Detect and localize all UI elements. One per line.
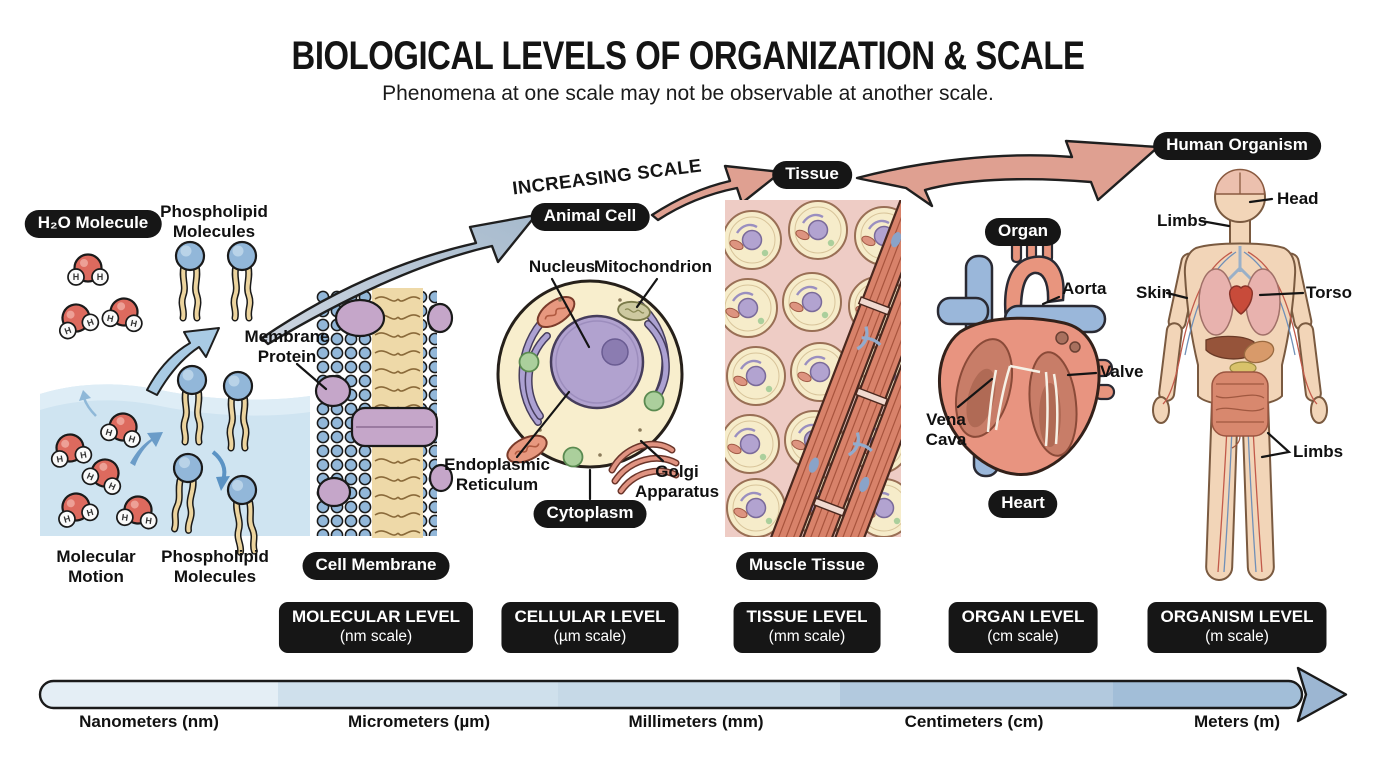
organ-level-chip: ORGAN LEVEL (cm scale)	[948, 602, 1098, 653]
unit-micrometers: Micrometers (µm)	[347, 712, 491, 731]
muscle-fibers	[756, 200, 901, 537]
organism-level-chip: ORGANISM LEVEL (m scale)	[1147, 602, 1327, 653]
unit-centimeters: Centimeters (cm)	[904, 712, 1044, 731]
skin-label: Skin	[1136, 283, 1172, 302]
cytoplasm-pill: Cytoplasm	[533, 500, 647, 528]
arrow-tissue-to-organism	[855, 139, 1160, 208]
diagram-title: BIOLOGICAL LEVELS OF ORGANIZATION & SCAL…	[291, 34, 1085, 78]
tissue-pill: Tissue	[772, 161, 852, 189]
tissue-level-scale: (mm scale)	[768, 628, 846, 646]
unit-nanometers: Nanometers (nm)	[79, 712, 219, 731]
h2o-molecule-pill: H₂O Molecule	[24, 210, 162, 238]
organ-level-title: ORGAN LEVEL	[961, 607, 1085, 626]
cellular-level-scale: (µm scale)	[553, 628, 627, 646]
limbs-upper-label: Limbs	[1157, 211, 1208, 230]
golgi-apparatus-label: Golgi Apparatus	[634, 462, 720, 502]
heart-pill: Heart	[988, 490, 1058, 518]
diagram-subtitle: Phenomena at one scale may not be observ…	[382, 82, 994, 105]
unit-millimeters: Millimeters (mm)	[628, 712, 764, 731]
vena-cava-label: Vena Cava	[925, 410, 967, 450]
animal-cell	[496, 279, 684, 495]
scale-arrows	[260, 139, 1160, 346]
scale-bar-arrowhead	[1296, 666, 1348, 723]
cellular-level-chip: CELLULAR LEVEL (µm scale)	[501, 602, 679, 653]
tissue-panel	[725, 200, 901, 537]
aorta-label: Aorta	[1062, 279, 1107, 298]
arrow-molecular-to-cell	[260, 213, 538, 346]
cell-membrane	[314, 288, 454, 538]
phospholipid-molecules-top-label: Phospholipid Molecules	[160, 202, 268, 242]
membrane-proteins	[314, 298, 454, 508]
human-body	[1152, 168, 1328, 581]
torso-label: Torso	[1306, 283, 1352, 302]
cell-membrane-pill: Cell Membrane	[302, 552, 450, 580]
molecular-level-chip: MOLECULAR LEVEL (nm scale)	[278, 602, 474, 653]
tissue-level-chip: TISSUE LEVEL (mm scale)	[733, 602, 881, 653]
head-label: Head	[1277, 189, 1319, 208]
valve-label: Valve	[1100, 362, 1144, 381]
human-organism-pill: Human Organism	[1153, 132, 1321, 160]
phospholipid-molecules-bottom-label: Phospholipid Molecules	[161, 547, 269, 587]
muscle-tissue-pill: Muscle Tissue	[736, 552, 878, 580]
animal-cell-pill: Animal Cell	[530, 203, 650, 231]
molecular-motion-arrows	[79, 327, 230, 491]
mitochondrion-label: Mitochondrion	[593, 257, 713, 276]
tissue-level-title: TISSUE LEVEL	[746, 607, 868, 626]
organism-level-title: ORGANISM LEVEL	[1160, 607, 1314, 626]
unit-meters: Meters (m)	[1194, 712, 1280, 731]
organ-pill: Organ	[984, 218, 1062, 246]
molecular-level-title: MOLECULAR LEVEL	[291, 607, 461, 626]
molecular-motion-label: Molecular Motion	[56, 547, 136, 587]
organism-level-scale: (m scale)	[1205, 628, 1269, 646]
endoplasmic-reticulum-label: Endoplasmic Reticulum	[444, 455, 550, 495]
golgi-stack	[608, 440, 680, 495]
nucleus-label: Nucleus	[528, 257, 596, 276]
cellular-level-title: CELLULAR LEVEL	[514, 607, 666, 626]
heart-illustration	[936, 230, 1116, 478]
organ-level-scale: (cm scale)	[987, 628, 1059, 646]
scale-bar	[38, 666, 1348, 723]
pointer-lines	[295, 197, 1305, 501]
membrane-protein-label: Membrane Protein	[244, 327, 330, 367]
internal-organs	[1198, 246, 1281, 449]
limbs-lower-label: Limbs	[1293, 442, 1344, 461]
arrow-cell-to-tissue	[650, 164, 783, 222]
olive-mitochondrion	[617, 300, 651, 322]
molecular-level-scale: (nm scale)	[339, 628, 413, 646]
